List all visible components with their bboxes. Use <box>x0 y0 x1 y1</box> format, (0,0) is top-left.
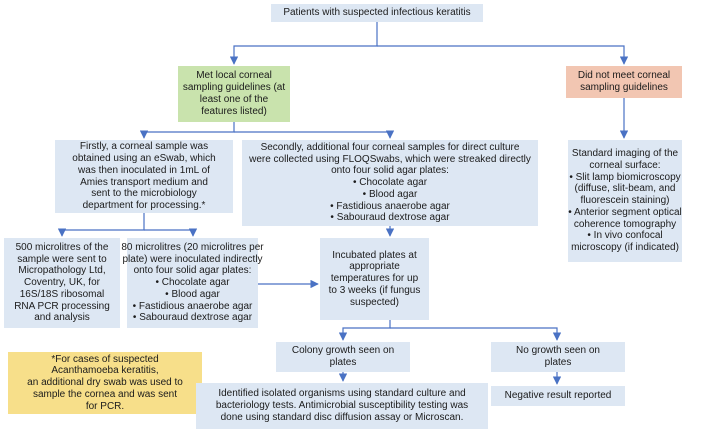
node-pcr-line: Coventry, UK, for <box>24 277 100 289</box>
node-note-line: for PCR. <box>85 400 125 412</box>
node-first-line: Amies transport medium and <box>80 176 208 188</box>
node-pcr-line: and analysis <box>34 312 90 324</box>
node-first-line: department for processing.* <box>82 200 206 212</box>
node-second-line: onto four solid agar plates: <box>331 165 449 177</box>
node-negative: Negative result reported <box>491 386 625 406</box>
connector-first-to-pcr <box>57 213 145 237</box>
node-note-line: *For cases of suspected <box>51 353 159 365</box>
node-met-line: Met local corneal <box>196 70 272 82</box>
node-imaging-line: Standard imaging of the <box>571 147 679 159</box>
node-incubated-line: suspected) <box>350 296 399 308</box>
node-indirect-line: • Chocolate agar <box>155 277 230 289</box>
node-indirect-line: plate) were inoculated indirectly <box>122 253 263 265</box>
node-pcr-line: RNA PCR processing <box>14 300 110 312</box>
node-incubated-line: Incubated plates at <box>332 249 417 261</box>
node-imaging-line: fluorescein staining) <box>580 195 670 207</box>
node-indirect-line: onto four solid agar plates: <box>133 265 252 277</box>
node-imaging-line: • Anterior segment optical <box>568 206 682 218</box>
connector-root-to-notmet <box>377 45 629 65</box>
node-pcr-line: sample were sent to <box>17 253 107 265</box>
node-incubated-line: temperatures for up <box>330 273 419 285</box>
node-imaging-line: • In vivo confocal <box>587 230 663 242</box>
node-incubated-line: appropriate <box>349 261 400 273</box>
node-first-line: obtained using an eSwab, which <box>72 152 216 164</box>
node-growth-line: Colony growth seen on <box>291 345 395 357</box>
node-notmet-line: Did not meet corneal <box>577 70 671 82</box>
connector-incubated-to-nogrowth <box>390 327 562 341</box>
connector-first-to-indirect <box>144 228 198 237</box>
node-identified-line: Identified isolated organisms using stan… <box>218 388 466 400</box>
node-nogrowth-line: plates <box>544 357 572 368</box>
node-indirect-line: 80 microlitres (20 microlitres per <box>121 241 264 253</box>
node-identified-line: bacteriology tests. Antimicrobial suscep… <box>215 400 469 412</box>
connector-incubated-to-growth <box>338 320 391 341</box>
node-imaging-line: microscopy (if indicated) <box>571 242 679 254</box>
node-second-line: • Chocolate agar <box>352 177 428 189</box>
node-note-line: Acanthamoeba keratitis, <box>51 365 159 377</box>
node-note-line: sample the cornea and was sent <box>33 388 177 400</box>
node-imaging-line: (diffuse, slit-beam, and <box>574 183 676 195</box>
node-growth-line: plates <box>329 357 357 368</box>
node-pcr-line: 16S/18S ribosomal <box>19 288 105 300</box>
node-root-line: Patients with suspected infectious kerat… <box>283 7 471 19</box>
node-imaging-line: coherence tomography <box>573 218 677 230</box>
node-second-line: • Blood agar <box>362 188 418 200</box>
node-identified-line: done using standard disc diffusion assay… <box>220 411 464 423</box>
node-indirect-line: • Blood agar <box>165 288 220 300</box>
node-second: Secondly, additional four corneal sample… <box>242 140 538 226</box>
node-identified: Identified isolated organisms using stan… <box>196 383 488 429</box>
connector-met-to-first <box>139 122 235 139</box>
node-imaging-line: • Slit lamp biomicroscopy <box>569 171 681 183</box>
node-indirect-line: • Fastidious anaerobe agar <box>132 300 253 312</box>
node-first-line: sent to the microbiology <box>91 188 197 200</box>
node-root: Patients with suspected infectious kerat… <box>271 4 483 22</box>
node-met-line: sampling guidelines (at <box>182 82 286 94</box>
node-second-line: were collected using FLOQSwabs, which we… <box>249 153 531 165</box>
node-nogrowth-line: No growth seen on <box>516 345 600 357</box>
node-second-line: • Fastidious anaerobe agar <box>330 200 450 212</box>
node-note-line: an additional dry swab was used to <box>27 377 183 389</box>
node-notmet-line: sampling guidelines <box>580 82 668 93</box>
node-met-line: features listed) <box>201 105 267 117</box>
node-incubated-line: to 3 weeks (if fungus <box>328 284 421 296</box>
node-indirect-line: • Sabouraud dextrose agar <box>132 312 253 324</box>
connector-root-to-met <box>229 22 378 65</box>
node-imaging-line: corneal surface: <box>589 159 661 171</box>
node-pcr-line: Micropathology Ltd, <box>18 265 106 277</box>
node-first-line: Firstly, a corneal sample was <box>79 141 209 153</box>
node-first-line: was then inoculated in 1mL of <box>78 164 210 176</box>
node-second-line: • Sabouraud dextrose agar <box>330 212 450 224</box>
node-pcr-line: 500 microlitres of the <box>15 241 109 253</box>
node-second-line: Secondly, additional four corneal sample… <box>260 141 520 153</box>
node-negative-line: Negative result reported <box>504 390 612 402</box>
node-met-line: least one of the <box>199 94 269 105</box>
connector-met-to-second <box>234 130 395 139</box>
